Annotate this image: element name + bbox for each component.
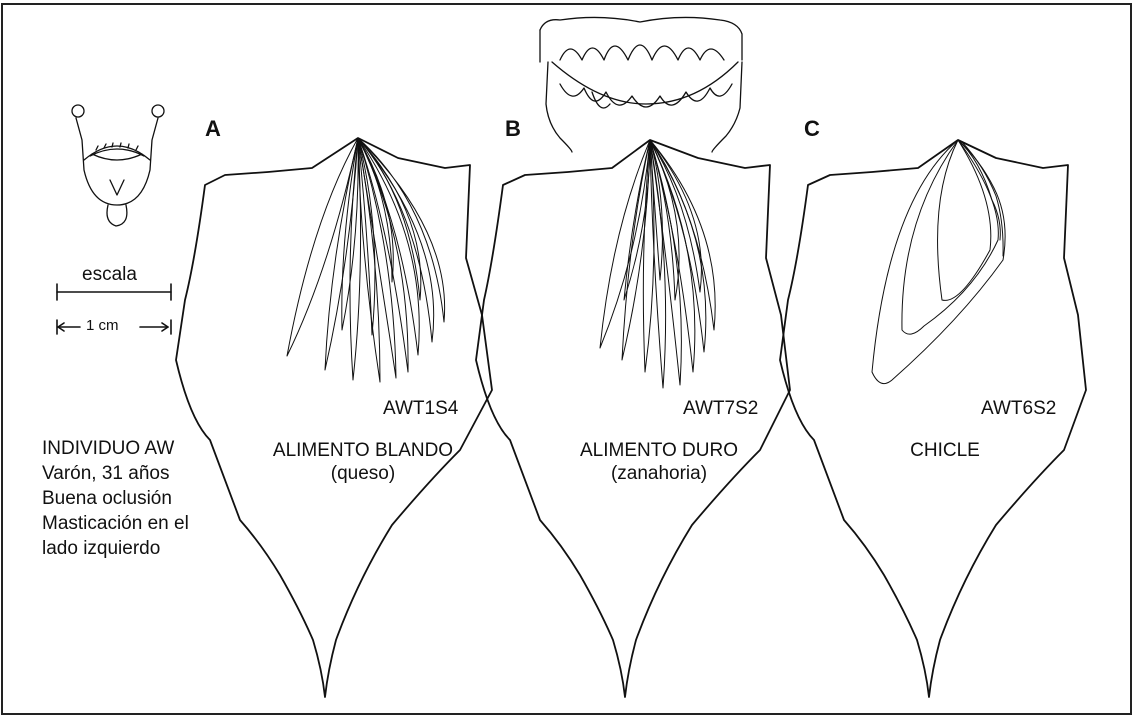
subject-id: INDIVIDUO AW (42, 436, 189, 461)
panel-c-letter: C (804, 116, 820, 142)
panel-b-traces (600, 140, 715, 388)
subject-sex-age: Varón, 31 años (42, 461, 189, 486)
panel-b-condition-line1: ALIMENTO DURO (550, 440, 768, 463)
panel-a-trace-label: AWT1S4 (383, 398, 458, 421)
panel-c-trace-label: AWT6S2 (981, 398, 1056, 421)
panel-a-condition: ALIMENTO BLANDO (queso) (245, 440, 481, 486)
panel-b-condition: ALIMENTO DURO (zanahoria) (550, 440, 768, 486)
scale-label: escala (82, 264, 137, 287)
panel-c-condition: CHICLE (900, 440, 990, 463)
panel-c-condition-line1: CHICLE (900, 440, 990, 463)
panel-b-letter: B (505, 116, 521, 142)
panel-a-condition-line1: ALIMENTO BLANDO (245, 440, 481, 463)
subject-chewing-side-1: Masticación en el (42, 511, 189, 536)
panel-a-letter: A (205, 116, 221, 142)
mandible-icon (72, 105, 164, 226)
dentition-icon (540, 17, 742, 152)
scale-unit: 1 cm (86, 317, 119, 335)
panel-a-traces (287, 138, 445, 382)
subject-chewing-side-2: lado izquierdo (42, 536, 189, 561)
subject-info: INDIVIDUO AW Varón, 31 años Buena oclusi… (42, 436, 189, 561)
panel-b-condition-line2: (zanahoria) (550, 463, 768, 486)
subject-occlusion: Buena oclusión (42, 486, 189, 511)
panel-c-traces (872, 140, 1005, 384)
panel-a-condition-line2: (queso) (245, 463, 481, 486)
panel-b-trace-label: AWT7S2 (683, 398, 758, 421)
